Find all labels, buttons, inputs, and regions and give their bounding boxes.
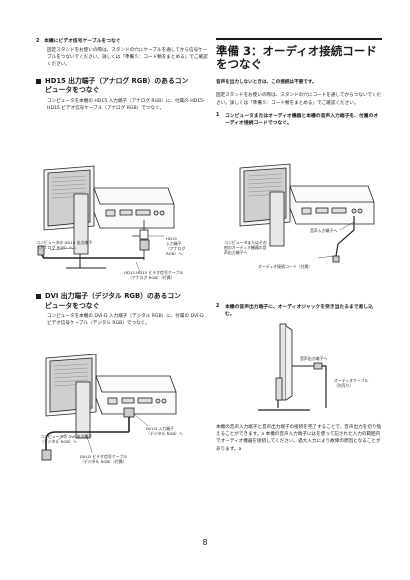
section-title-line1: 準備 3：オーディオ接続コード (216, 44, 377, 59)
fig3-pc-label-1: コンピュータまたはその (224, 240, 267, 245)
dvi-body: コンピュータを本機の DVI-D 入力端子（デジタル RGB）に、付属の DVI… (47, 314, 204, 327)
monitor-back-illustration (43, 165, 175, 269)
fig1-cable-label-1: HD15-HD15 ビデオ信号ケーブル (124, 270, 183, 275)
hd15-heading-line1: HD15 出力端子（アナログ RGB）のあるコン (45, 76, 189, 85)
note-text: 本機の音声入力端子と音声出力端子の接続を完了することで、音声出力を切り換えること… (216, 425, 382, 452)
fig1-input-label-1: HD15 (166, 236, 177, 241)
fig1-input-label-2: 入力端子 (166, 241, 182, 246)
section-title: 準備 3：オーディオ接続コードをつなぐ (216, 45, 382, 71)
hd15-cable-illustration (37, 220, 150, 260)
dvi-heading-line1: DVI 出力端子（デジタル RGB）のあるコン (45, 292, 181, 300)
fig3-pc-label-3: 声出力端子へ (224, 250, 247, 255)
hd15-connection-figure: HD15 入力端子 （アナログ RGB）へ コンピュータの HD15 出力端子 … (36, 165, 185, 280)
title-rule (216, 38, 382, 41)
fig4-cable-label-1: オーディオケーブル (334, 378, 369, 383)
audio-output-figure: 音声出力端子へ オーディオケーブル （別売り） (258, 323, 369, 411)
dvi-connection-figure: DVI-D 入力端子 （デジタル RGB）へ コンピュータの DVI 出力端子 … (40, 354, 183, 464)
dvi-section: DVI 出力端子（デジタル RGB）のあるコンピュータをつなぐ コンピュータを本… (36, 292, 208, 328)
right-column: 準備 3：オーディオ接続コードをつなぐ 音声を出力しないときは、この接続は不要で… (216, 38, 382, 127)
hd15-heading: HD15 出力端子（アナログ RGB）のあるコンピュータをつなぐ (36, 77, 208, 96)
step2-text: 本機の音声出力端子に、オーディオジャックを突き当たるまで差し込む。 (225, 305, 373, 317)
fig1-input-label-3: （アナログ (166, 246, 185, 251)
hd15-heading-line2: ピュータをつなぐ (45, 86, 100, 95)
fig3-pc-label-2: 他のオーディオ機器の音 (224, 245, 267, 250)
fig2-pc-label-1: コンピュータの DVI 出力端子 (40, 434, 92, 439)
dvi-cable-illustration (41, 407, 135, 461)
fig1-pc-label-1: コンピュータの HD15 出力端子 (36, 240, 92, 245)
left-column: 2 本機にビデオ信号ケーブルをつなぐ 固定スタンドをお使いの際は、スタンドの穴に… (36, 38, 208, 112)
dvi-heading: DVI 出力端子（デジタル RGB）のあるコンピュータをつなぐ (36, 292, 208, 311)
section-title-line2: をつなぐ (216, 57, 262, 72)
step2-body: 固定スタンドをお使いの際は、スタンドの穴にケーブルを通してから信号ケーブルをつな… (47, 48, 208, 68)
page-number: 8 (202, 538, 208, 547)
square-bullet-icon (36, 78, 41, 84)
audio-cable-illustration (332, 216, 355, 263)
fig1-cable-label-2: （アナログ RGB）（付属） (128, 275, 175, 280)
fig4-output-label: 音声出力端子へ (300, 356, 327, 361)
hd15-body: コンピュータを本機の HD15 入力端子（アナログ RGB）に、付属の HD15… (47, 98, 205, 111)
audio-input-figure: 音声入力端子へ コンピュータまたはその 他のオーディオ機器の音 声出力端子へ オ… (224, 163, 375, 269)
fig2-input-label-1: DVI-D 入力端子 (146, 426, 174, 431)
audio-jack-illustration (292, 362, 327, 408)
step1: 1 コンピュータまたはオーディオ機器と本機の音声入力端子を、付属のオーディオ接続… (216, 113, 382, 127)
monitor-back-illustration (239, 163, 375, 247)
fig3-cable-label: オーディオ接続コード（付属） (258, 264, 312, 269)
fig1-pc-label-2: （アナログ RGB）へ (36, 245, 73, 250)
fig2-cable-label-1: DVI-D ビデオ信号ケーブル (80, 454, 127, 459)
fig2-cable-label-2: （デジタル RGB）（付属） (80, 459, 127, 464)
fig1-input-label-4: RGB）へ (166, 251, 182, 256)
dvi-heading-line2: ピュータをつなぐ (45, 301, 100, 310)
step1-number: 1 (216, 112, 220, 118)
step1-text: コンピュータまたはオーディオ機器と本機の音声入力端子を、付属のオーディオ接続コー… (225, 113, 379, 126)
step2-right: 2 本機の音声出力端子に、オーディオジャックを突き当たるまで差し込む。 (216, 304, 382, 318)
fig2-pc-label-2: （デジタル RGB）へ (40, 439, 77, 444)
fig2-input-label-2: （デジタル RGB）へ (146, 431, 183, 436)
intro-text: 固定スタンドをお使いの際は、スタンドの穴にコードを通してからつないでください。詳… (216, 93, 382, 106)
lead-text: 音声を出力しないときは、この接続は不要です。 (216, 80, 317, 86)
square-bullet-icon (36, 294, 41, 300)
monitor-back-illustration (45, 354, 177, 439)
monitor-side-illustration (258, 323, 310, 411)
step2-number: 2 (216, 304, 220, 309)
fig4-cable-label-2: （別売り） (334, 383, 353, 388)
fig3-input-label: 音声入力端子へ (310, 228, 337, 233)
step2-title: 2 本機にビデオ信号ケーブルをつなぐ (36, 39, 121, 44)
